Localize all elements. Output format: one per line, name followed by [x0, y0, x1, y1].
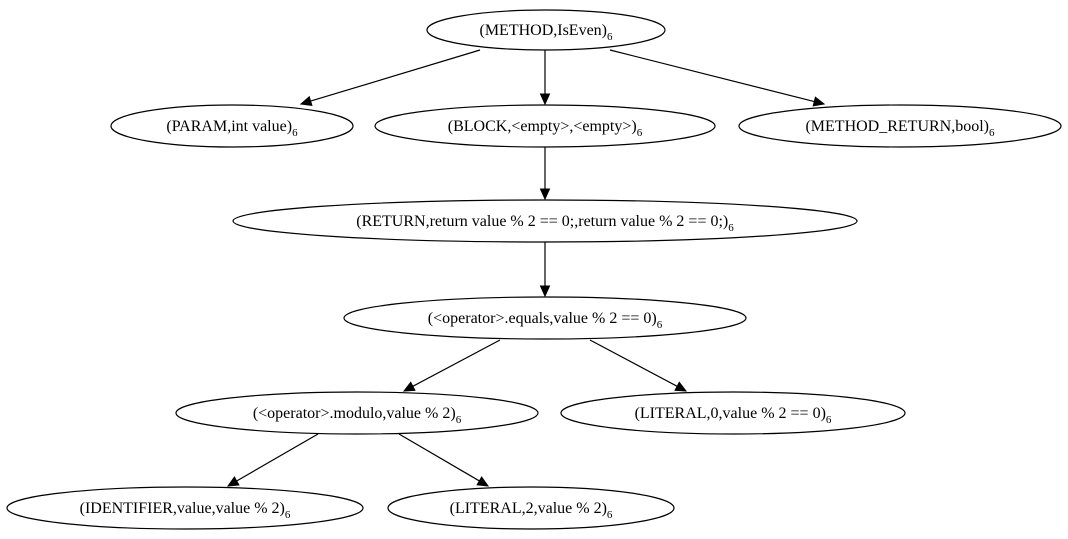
edge-n5-to-n6: [539, 242, 551, 298]
edge-n1-to-n2: [299, 49, 481, 107]
node-line-number: 6: [607, 509, 613, 521]
arrowhead: [539, 188, 551, 201]
edge-n6-to-n8: [589, 339, 688, 392]
node-ellipse: [343, 296, 747, 340]
node-label-text: (RETURN,return value % 2 == 0;,return va…: [356, 213, 728, 230]
edge-n3-to-n5: [539, 147, 551, 201]
node-line-number: 6: [292, 127, 298, 139]
node-label-text: (PARAM,int value): [166, 118, 292, 135]
node-ellipse: [374, 104, 716, 148]
node-label-text: (METHOD,IsEven): [479, 22, 607, 39]
node-label: (METHOD_RETURN,bool)6: [805, 118, 995, 139]
edge-line: [412, 339, 501, 387]
node-ellipse: [560, 391, 906, 435]
node-label: (METHOD,IsEven)6: [479, 22, 613, 43]
node-line-number: 6: [989, 127, 995, 139]
node-block-empty-empty: (BLOCK,<empty>,<empty>)6: [374, 104, 716, 148]
node-literal-2-value-2: (LITERAL,2,value % 2)6: [387, 486, 675, 530]
node-ellipse: [426, 9, 666, 51]
node-ellipse: [6, 486, 364, 530]
node-line-number: 6: [826, 414, 832, 426]
edge-n1-to-n3: [539, 50, 551, 106]
node-label-text: (IDENTIFIER,value,value % 2): [80, 500, 285, 517]
node-line-number: 6: [728, 222, 734, 234]
node-label-text: (<operator>.equals,value % 2 == 0): [428, 310, 657, 327]
arrowhead: [674, 381, 688, 392]
node-label: (LITERAL,0,value % 2 == 0)6: [635, 405, 832, 426]
arrowhead: [226, 476, 240, 487]
edge-n7-to-n10: [398, 433, 490, 487]
edge-line: [398, 433, 480, 482]
edge-line: [236, 433, 319, 482]
node-operator-equals-value-2-0: (<operator>.equals,value % 2 == 0)6: [343, 296, 747, 340]
edge-line: [310, 49, 481, 102]
node-ellipse: [738, 104, 1062, 148]
node-param-int-value: (PARAM,int value)6: [110, 104, 354, 148]
arrowhead: [539, 93, 551, 106]
node-identifier-value-value-2: (IDENTIFIER,value,value % 2)6: [6, 486, 364, 530]
arrowhead: [476, 476, 490, 487]
edge-n1-to-n4: [609, 49, 826, 107]
node-ellipse: [175, 391, 539, 435]
node-label: (RETURN,return value % 2 == 0;,return va…: [356, 213, 734, 234]
arrowhead: [539, 285, 551, 298]
node-line-number: 6: [607, 31, 613, 43]
node-label-text: (<operator>.modulo,value % 2): [253, 405, 456, 422]
node-label: (PARAM,int value)6: [166, 118, 298, 139]
node-label-text: (BLOCK,<empty>,<empty>): [448, 118, 637, 135]
node-ellipse: [110, 104, 354, 148]
node-label: (LITERAL,2,value % 2)6: [450, 500, 613, 521]
arrowhead: [299, 95, 313, 107]
node-line-number: 6: [456, 414, 462, 426]
node-operator-modulo-value-2: (<operator>.modulo,value % 2)6: [175, 391, 539, 435]
node-label-text: (LITERAL,2,value % 2): [450, 500, 607, 517]
node-label-text: (METHOD_RETURN,bool): [805, 118, 989, 135]
node-label: (BLOCK,<empty>,<empty>)6: [448, 118, 643, 139]
node-label: (IDENTIFIER,value,value % 2)6: [80, 500, 291, 521]
edges-layer: [226, 49, 826, 487]
node-line-number: 6: [637, 127, 643, 139]
node-literal-0-value-2-0: (LITERAL,0,value % 2 == 0)6: [560, 391, 906, 435]
edge-n7-to-n9: [226, 433, 319, 487]
node-label-text: (LITERAL,0,value % 2 == 0): [635, 405, 826, 422]
node-method-return-bool: (METHOD_RETURN,bool)6: [738, 104, 1062, 148]
node-return-return-value-2-0-return-value-2-0: (RETURN,return value % 2 == 0;,return va…: [232, 199, 858, 243]
node-label: (<operator>.equals,value % 2 == 0)6: [428, 310, 663, 331]
edge-line: [589, 339, 678, 387]
nodes-layer: (METHOD,IsEven)6(PARAM,int value)6(BLOCK…: [6, 9, 1062, 530]
edge-line: [609, 49, 815, 103]
node-method-iseven: (METHOD,IsEven)6: [426, 9, 666, 51]
arrowhead: [812, 96, 826, 107]
edge-n6-to-n7: [402, 339, 501, 392]
node-label: (<operator>.modulo,value % 2)6: [253, 405, 462, 426]
node-ellipse: [387, 486, 675, 530]
node-line-number: 6: [657, 319, 663, 331]
arrowhead: [402, 381, 416, 392]
node-ellipse: [232, 199, 858, 243]
node-line-number: 6: [285, 509, 291, 521]
